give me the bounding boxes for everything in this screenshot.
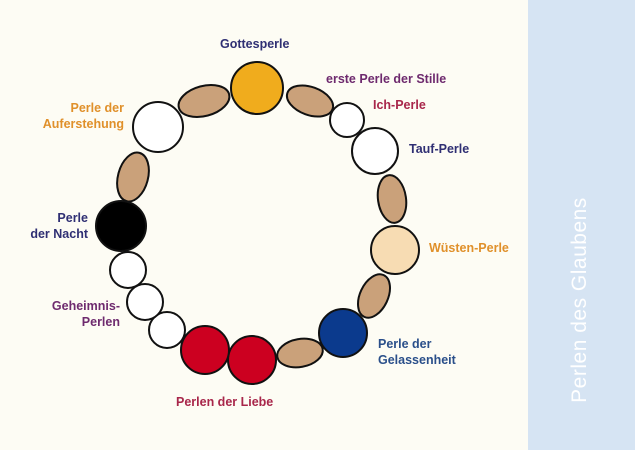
label-ich-perle: Ich-Perle — [373, 98, 426, 112]
brown-bead-top-left — [177, 84, 231, 118]
brown-bead-right-lower — [357, 273, 391, 319]
wuesten-perle-bead — [370, 225, 420, 275]
geheimnis-bead-2 — [126, 283, 164, 321]
label-nacht: Perle der Nacht — [30, 211, 88, 241]
gottesperle-bead — [230, 61, 284, 115]
geheimnis-bead-1 — [148, 311, 186, 349]
label-wuesten-perle: Wüsten-Perle — [429, 241, 509, 255]
brown-bead-right-upper — [376, 174, 408, 224]
label-liebe: Perlen der Liebe — [176, 395, 274, 409]
ich-perle-bead — [329, 102, 365, 138]
label-geheimnis: Geheimnis- Perlen — [51, 299, 120, 329]
auferstehung-bead — [132, 101, 184, 153]
geheimnis-bead-3 — [109, 251, 147, 289]
label-stille: erste Perle der Stille — [326, 72, 447, 86]
liebe-bead-1 — [227, 335, 277, 385]
page-title: Perlen des Glaubens — [568, 197, 591, 403]
bead-ring — [95, 61, 420, 385]
brown-bead-left — [116, 151, 150, 203]
side-panel: Perlen des Glaubens — [528, 0, 635, 450]
label-gelassenheit: Perle der Gelassenheit — [378, 337, 456, 367]
brown-bead-top-right — [285, 84, 335, 118]
gelassenheit-bead — [318, 308, 368, 358]
label-tauf-perle: Tauf-Perle — [409, 142, 470, 156]
label-auferstehung: Perle der Auferstehung — [42, 101, 124, 131]
diagram-canvas: Gottesperle erste Perle der Stille Ich-P… — [30, 37, 509, 409]
liebe-bead-2 — [180, 325, 230, 375]
brown-bead-bottom — [276, 337, 324, 369]
tauf-perle-bead — [351, 127, 399, 175]
nacht-bead — [95, 200, 147, 252]
label-gottesperle: Gottesperle — [220, 37, 290, 51]
